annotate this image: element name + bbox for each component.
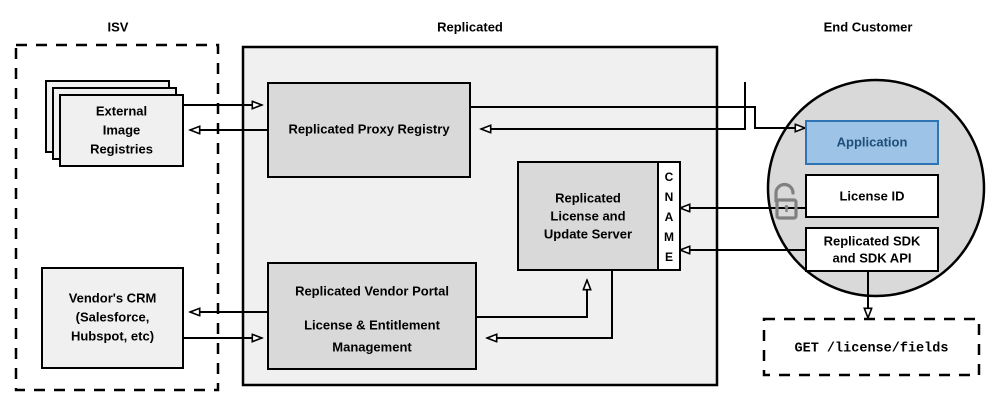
node-license-id[interactable]: License ID xyxy=(805,174,939,218)
node-api-call[interactable]: GET /license/fields xyxy=(762,317,981,377)
cname-letter-c: C xyxy=(665,170,674,184)
license-update-server-line-2: License and xyxy=(550,208,625,223)
node-application[interactable]: Application xyxy=(805,120,939,165)
license-update-server-line-3: Update Server xyxy=(544,226,632,241)
replicated-license-update-server-box xyxy=(517,161,659,271)
application-box xyxy=(805,120,939,165)
external-image-registries-line-1: External xyxy=(96,103,147,118)
external-image-registries-box xyxy=(59,94,184,167)
license-update-server-line-1: Replicated xyxy=(555,190,621,205)
vendor-portal-line-2: License & Entitlement xyxy=(304,317,440,332)
replicated-sdk-box xyxy=(805,227,939,272)
zone-label-end-customer: End Customer xyxy=(824,19,913,34)
unlock-icon-body xyxy=(775,198,798,220)
edge-application-to-proxy xyxy=(481,82,746,129)
node-replicated-vendor-portal[interactable]: Replicated Vendor Portal License & Entit… xyxy=(267,262,477,370)
external-image-registries-line-2: Image xyxy=(103,122,141,137)
cname-box xyxy=(657,161,681,271)
zone-label-isv: ISV xyxy=(108,19,129,34)
node-replicated-sdk[interactable]: Replicated SDK and SDK API xyxy=(805,227,939,272)
cname-letter-n: N xyxy=(665,190,674,204)
license-id-box xyxy=(805,174,939,218)
vendor-portal-line-1: Replicated Vendor Portal xyxy=(295,283,449,298)
application-label: Application xyxy=(837,134,908,149)
zone-label-replicated: Replicated xyxy=(437,19,503,34)
replicated-vendor-portal-box xyxy=(267,262,477,370)
unlock-icon xyxy=(774,182,798,220)
node-replicated-license-update-server[interactable]: Replicated License and Update Server xyxy=(517,161,659,271)
edge-proxy-to-application xyxy=(470,106,805,128)
unlock-icon-keyslot xyxy=(785,207,788,212)
node-replicated-proxy-registry[interactable]: Replicated Proxy Registry xyxy=(267,82,471,178)
node-vendors-crm[interactable]: Vendor's CRM (Salesforce, Hubspot, etc) xyxy=(41,267,184,369)
cname-letter-e: E xyxy=(665,250,673,264)
edge-vendor-portal-to-license-server xyxy=(476,280,587,318)
replicated-proxy-registry-label: Replicated Proxy Registry xyxy=(288,121,450,136)
api-call-label: GET /license/fields xyxy=(795,342,949,357)
external-image-registries-line-3: Registries xyxy=(90,141,153,156)
node-cname-strip[interactable]: C N A M E xyxy=(657,161,681,271)
vendor-portal-line-3: Management xyxy=(332,339,412,354)
replicated-sdk-line-2: and SDK API xyxy=(833,250,912,265)
vendors-crm-line-2: (Salesforce, xyxy=(76,309,150,324)
cname-letter-a: A xyxy=(665,210,674,224)
license-id-label: License ID xyxy=(839,188,904,203)
vendors-crm-line-1: Vendor's CRM xyxy=(69,290,157,305)
replicated-proxy-registry-box xyxy=(267,82,471,178)
vendors-crm-box xyxy=(41,267,184,369)
node-external-image-registries[interactable]: External Image Registries xyxy=(59,94,184,167)
isv-zone-boundary xyxy=(14,43,220,392)
edge-license-server-to-vendor-portal xyxy=(487,270,613,338)
cname-letter-m: M xyxy=(664,230,674,244)
vendors-crm-line-3: Hubspot, etc) xyxy=(71,328,154,343)
api-call-box xyxy=(762,317,981,377)
replicated-sdk-line-1: Replicated SDK xyxy=(824,233,921,248)
